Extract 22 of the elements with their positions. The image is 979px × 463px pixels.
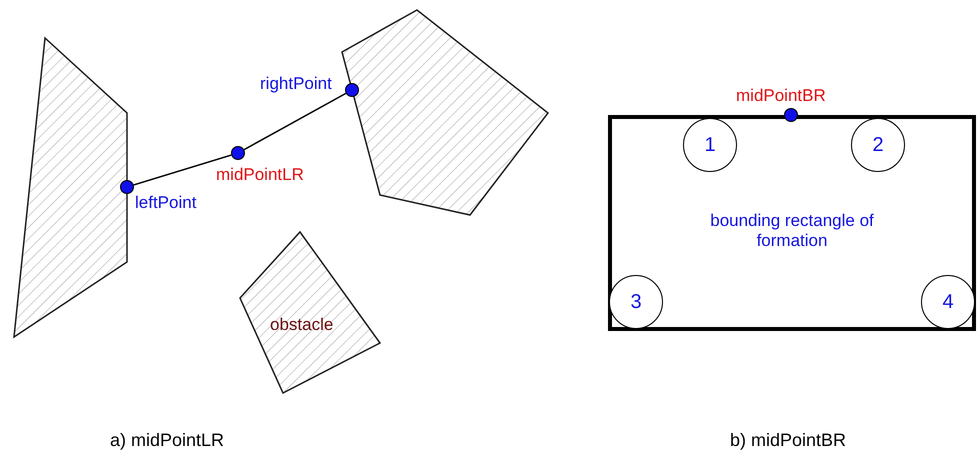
- point-label: rightPoint: [260, 74, 332, 94]
- robot-circle: [921, 275, 975, 329]
- panel-caption: b) midPointBR: [728, 430, 848, 450]
- point-marker: [784, 108, 798, 122]
- robot-circle: [609, 275, 663, 329]
- point-marker: [231, 146, 245, 160]
- point-label: midPointLR: [216, 165, 304, 185]
- robot-number: 1: [704, 134, 716, 156]
- point-marker: [345, 83, 359, 97]
- point-label: midPointBR: [736, 86, 826, 106]
- robot-number: 2: [872, 134, 884, 156]
- rectangle-label: bounding rectangle of formation: [709, 211, 875, 251]
- robot-circle: [851, 118, 905, 172]
- robot-number: 4: [942, 290, 954, 314]
- panel-caption: a) midPointLR: [108, 430, 226, 450]
- connecting-line: [244, 92, 346, 150]
- robot-circle: [683, 118, 737, 172]
- point-marker: [120, 180, 134, 194]
- point-label: leftPoint: [135, 193, 196, 213]
- bounding-rectangle: [608, 115, 976, 331]
- obstacle-label: obstacle: [270, 315, 334, 335]
- robot-number: 3: [630, 290, 642, 314]
